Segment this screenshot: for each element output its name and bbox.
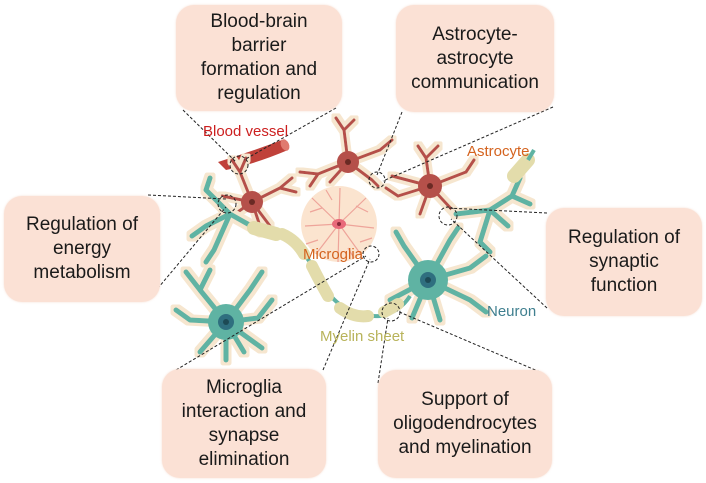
connector-energy-top <box>147 194 227 200</box>
function-label: Support of oligodendrocytes and myelinat… <box>393 389 537 458</box>
connector-oligo-right <box>396 310 541 373</box>
connector-bbb-right <box>243 107 337 161</box>
label-microglia: Microglia <box>303 246 364 263</box>
connector-bbb-left <box>182 109 237 163</box>
connector-microglia-left <box>175 255 367 371</box>
connector-oligo-left <box>377 317 389 384</box>
function-label: Astrocyte- astrocyte communication <box>411 23 539 93</box>
connector-microglia-right <box>322 258 371 371</box>
function-box-blood-brain-barrier: Blood-brain barrier formation and regula… <box>176 5 342 111</box>
highlight-circle <box>381 302 401 322</box>
connector-synaptic-top <box>446 207 548 214</box>
function-box-synaptic-function: Regulation of synaptic function <box>546 208 702 316</box>
highlight-circle <box>438 206 458 226</box>
highlight-circles <box>217 155 458 322</box>
astrocyte-cells <box>220 116 476 234</box>
connector-energy-bottom <box>147 206 227 301</box>
label-neuron: Neuron <box>487 303 537 320</box>
label-blood-vessel: Blood vessel <box>203 123 289 140</box>
function-label: Microglia interaction and synapse elimin… <box>181 376 307 470</box>
function-box-oligodendrocyte-support: Support of oligodendrocytes and myelinat… <box>378 370 552 478</box>
blood-vessel <box>218 139 290 170</box>
connector-synaptic-bottom <box>450 218 548 309</box>
function-box-astrocyte-communication: Astrocyte- astrocyte communication <box>396 5 554 112</box>
microglia-cell <box>301 186 377 263</box>
connector-lines <box>147 106 554 384</box>
function-label: Regulation of synaptic function <box>568 227 680 296</box>
label-myelin-sheet: Myelin sheet <box>320 328 405 345</box>
label-astrocyte: Astrocyte <box>467 143 530 160</box>
highlight-circle <box>362 245 380 263</box>
connector-astro-left <box>376 111 403 176</box>
function-label: Regulation of energy metabolism <box>26 214 138 283</box>
function-box-microglia-interaction: Microglia interaction and synapse elimin… <box>162 369 326 478</box>
highlight-circle <box>217 194 237 214</box>
myelinated-axon <box>247 148 536 323</box>
highlight-circle <box>229 155 249 175</box>
function-box-energy-metabolism: Regulation of energy metabolism <box>4 196 160 302</box>
connector-astro-right <box>382 106 554 182</box>
highlight-circle <box>368 171 386 189</box>
function-label: Blood-brain barrier formation and regula… <box>200 11 318 104</box>
